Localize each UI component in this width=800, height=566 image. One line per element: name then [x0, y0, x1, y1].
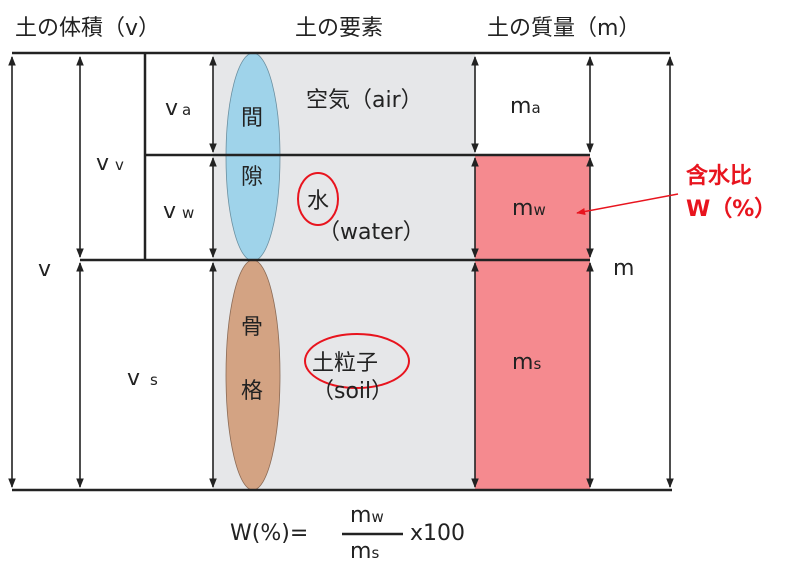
void-char-2: 隙: [241, 165, 263, 190]
phase-water: 水: [307, 189, 329, 214]
dimension-arrows: [8, 56, 674, 488]
void-ellipse: [225, 52, 281, 262]
annotation-arrow: [576, 193, 679, 216]
label-m: m: [613, 256, 634, 281]
formula-lhs: W(%)=: [230, 521, 308, 546]
formula-denominator: ms: [350, 539, 379, 564]
header-volume: 土の体積（v）: [15, 16, 160, 41]
phase-soil-en: （soil）: [312, 379, 393, 404]
water-content-symbol: W（%）: [686, 197, 776, 222]
header-mass: 土の質量（m）: [487, 16, 640, 41]
label-ma: ma: [510, 94, 541, 119]
label-ms: ms: [512, 350, 541, 375]
water-content-formula: W(%)= mw ms x100: [230, 503, 465, 564]
header-elements: 土の要素: [295, 16, 383, 41]
water-circle: [297, 172, 339, 226]
phase-soil: 土粒子: [312, 351, 378, 376]
soil-circle: [304, 333, 410, 389]
phase-water-en: （water）: [318, 220, 425, 245]
formula-numerator: mw: [350, 503, 384, 528]
phase-air: 空気（air）: [306, 88, 423, 113]
formula-factor: x100: [410, 521, 465, 546]
label-v: v: [38, 257, 51, 282]
skeleton-char-1: 骨: [241, 315, 263, 340]
water-content-label: 含水比: [686, 163, 752, 189]
skeleton-ellipse: [225, 259, 281, 491]
water-soil-mass-block: [475, 155, 590, 490]
label-mw: mw: [512, 196, 546, 221]
void-char-1: 間: [241, 106, 263, 131]
skeleton-char-2: 格: [241, 379, 263, 404]
